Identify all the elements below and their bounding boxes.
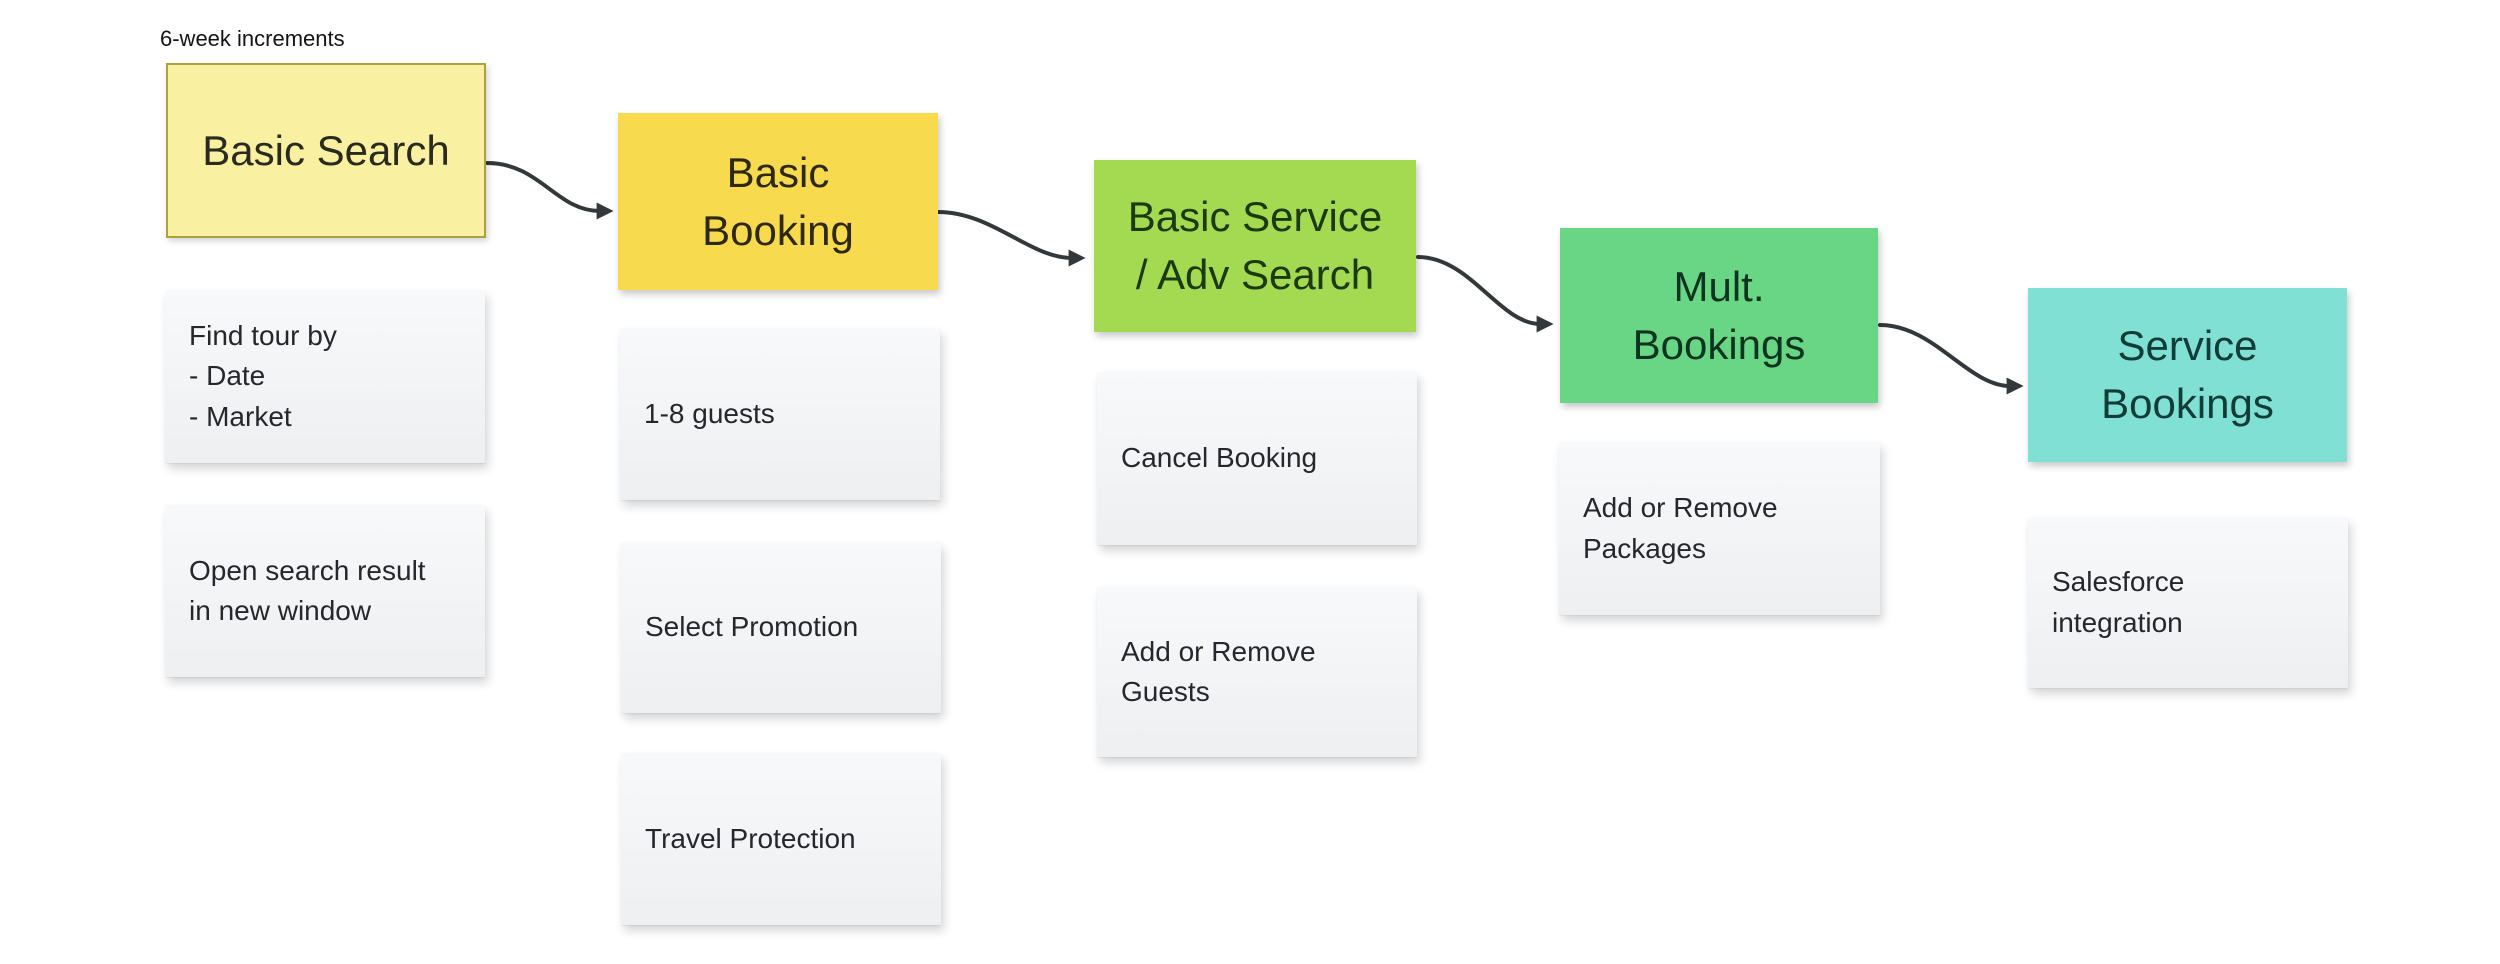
note-text: Select Promotion (645, 611, 859, 643)
sticky-note-find-tour-by[interactable]: Find tour by - Date - Market (165, 290, 485, 463)
connector-basic-booking-to-basic-service[interactable] (936, 210, 1086, 267)
note-text: Basic Service / Adv Search (1127, 193, 1383, 298)
note-text: Travel Protection (645, 822, 856, 854)
sticky-note-service-bookings[interactable]: Service Bookings (2028, 288, 2347, 462)
sticky-note-cancel-booking[interactable]: Cancel Booking (1097, 372, 1417, 545)
note-text: Basic Search (202, 126, 450, 174)
connector-mult-bookings-to-service-bookings[interactable] (1878, 323, 2024, 395)
sticky-note-select-promotion[interactable]: Select Promotion (621, 542, 941, 713)
sticky-note-add-remove-guests[interactable]: Add or Remove Guests (1097, 587, 1417, 757)
sticky-note-add-remove-packages[interactable]: Add or Remove Packages (1559, 442, 1880, 615)
note-text: Open search result in new window (189, 554, 426, 626)
note-text: Basic Booking (702, 148, 854, 254)
note-text: Mult. Bookings (1632, 262, 1806, 368)
note-text: Add or Remove Guests (1121, 635, 1316, 707)
sticky-note-basic-booking[interactable]: Basic Booking (618, 113, 938, 290)
note-text: Salesforce integration (2052, 566, 2185, 638)
sticky-note-travel-protection[interactable]: Travel Protection (621, 753, 941, 925)
sticky-note-mult-bookings[interactable]: Mult. Bookings (1560, 228, 1878, 403)
sticky-note-open-search-result[interactable]: Open search result in new window (165, 505, 485, 677)
note-text: Find tour by - Date - Market (189, 320, 337, 432)
note-text: Service Bookings (2101, 322, 2274, 427)
note-text: Add or Remove Packages (1583, 492, 1778, 564)
note-text: Cancel Booking (1121, 442, 1318, 474)
sticky-note-salesforce-integration[interactable]: Salesforce integration (2028, 517, 2348, 688)
sticky-note-1-8-guests[interactable]: 1-8 guests (620, 328, 940, 500)
connector-basic-service-to-mult-bookings[interactable] (1416, 255, 1554, 333)
timeline-increment-label[interactable]: 6-week increments (160, 26, 345, 51)
sticky-note-basic-service-adv-search[interactable]: Basic Service / Adv Search (1094, 160, 1416, 332)
connector-basic-search-to-basic-booking[interactable] (485, 161, 614, 220)
note-text: 1-8 guests (644, 397, 775, 429)
sticky-note-basic-search[interactable]: Basic Search (166, 63, 486, 238)
